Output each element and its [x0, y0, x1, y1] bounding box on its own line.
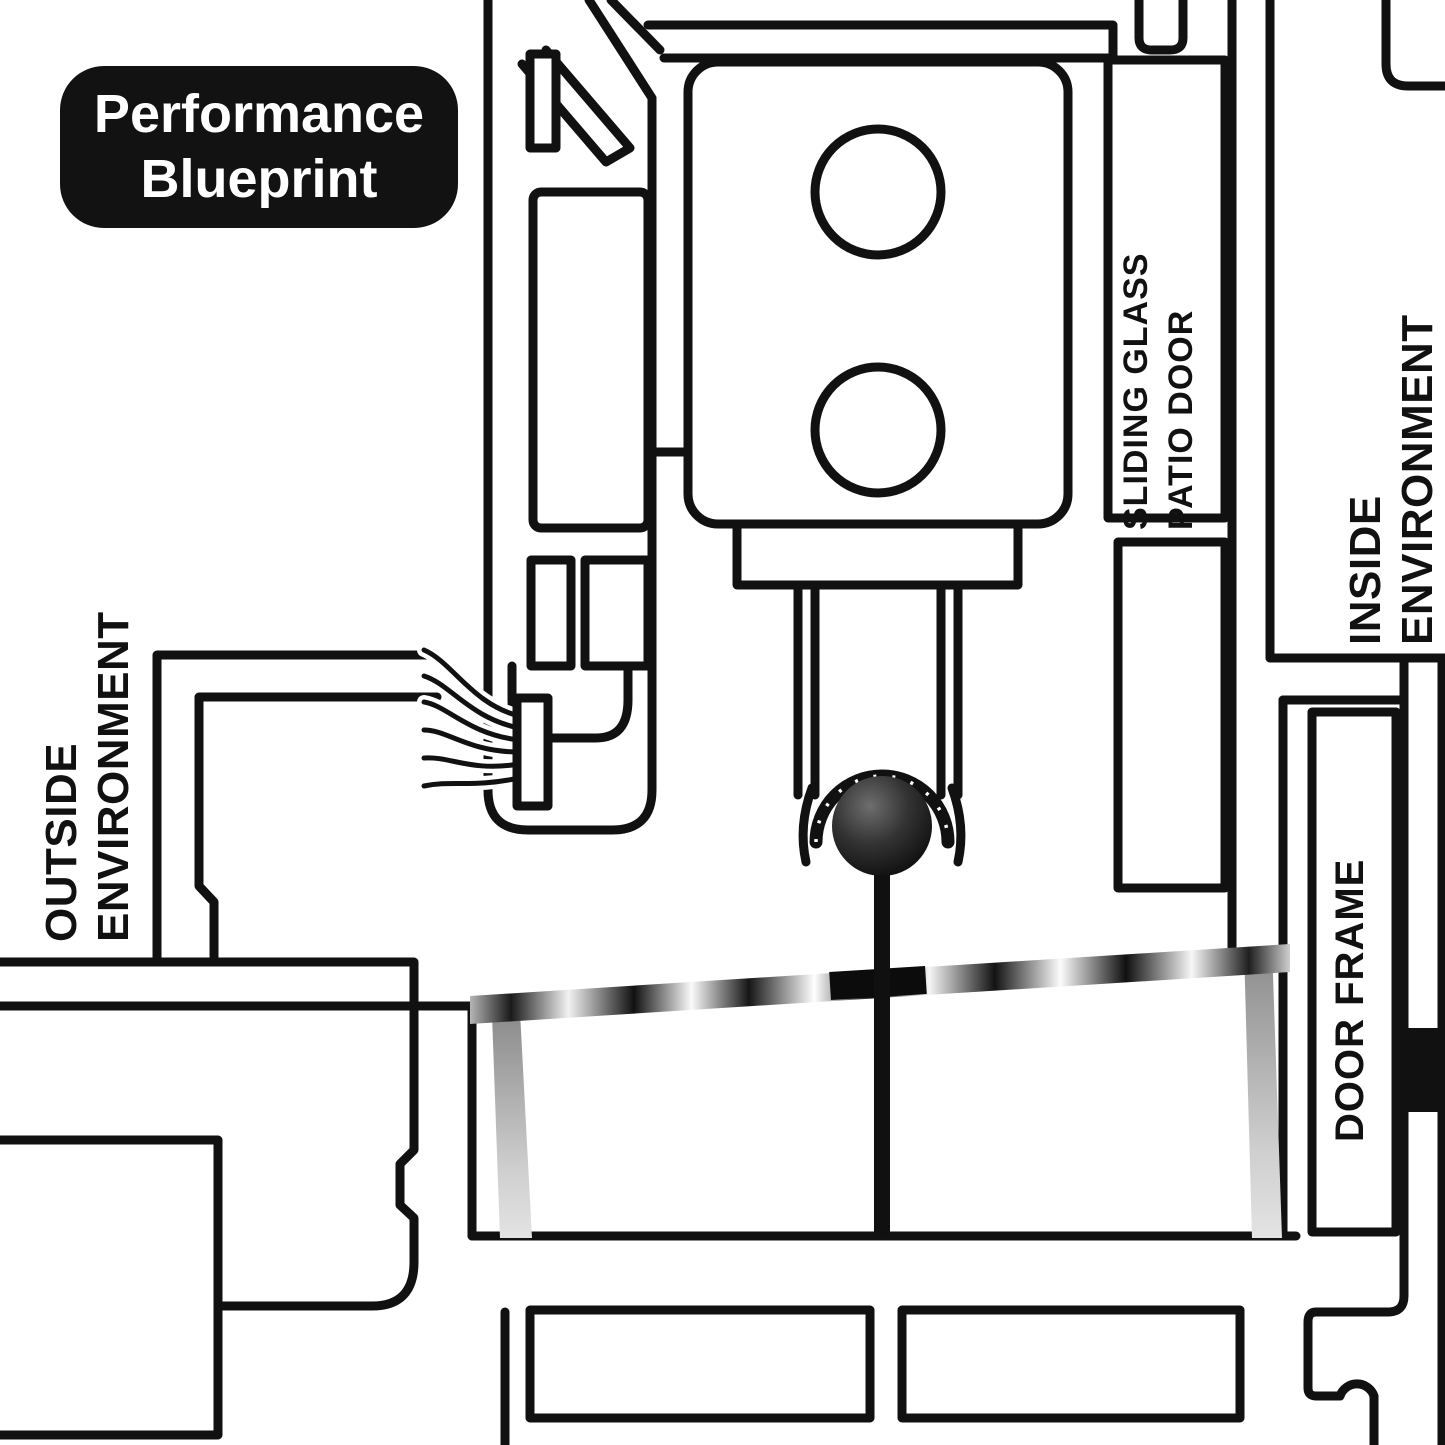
- roller-shroud-right-fin: [947, 783, 966, 867]
- label-inside-environment: INSIDE ENVIRONMENT: [1341, 314, 1442, 645]
- track-right-leg: [1244, 946, 1282, 1238]
- badge-line1: Performance: [93, 84, 425, 145]
- track-left-leg: [492, 1012, 532, 1238]
- jamb-strike-notch: [1406, 1028, 1445, 1112]
- roller-stem: [874, 852, 890, 1238]
- door-frame-jamb: [1278, 653, 1445, 1445]
- badge-line2: Blueprint: [140, 149, 378, 209]
- roller-adjustment-hole-bottom: [810, 362, 946, 498]
- door-frame-label-box: [1307, 707, 1401, 1237]
- title-badge: Performance Blueprint: [60, 66, 458, 228]
- sliding-glass-patio-door-panel: [647, 0, 1230, 893]
- roller-wheel: [832, 776, 932, 876]
- roller-shroud-left-fin: [798, 783, 817, 867]
- roller-assembly: [798, 769, 966, 876]
- brush-ferrule: [512, 693, 553, 811]
- panel-label-box: [1103, 55, 1230, 523]
- frame-interlock-rail: [1227, 0, 1445, 955]
- label-door-frame: DOOR FRAME: [1328, 858, 1372, 1142]
- label-sliding-glass-patio-door: SLIDING GLASS PATIO DOOR: [1117, 252, 1200, 530]
- label-outside-environment: OUTSIDE ENVIRONMENT: [37, 611, 138, 942]
- weatherstrip-brush: [417, 643, 553, 811]
- sill-extrusion: [0, 1135, 1301, 1445]
- roller-adjustment-hole-top: [810, 124, 946, 260]
